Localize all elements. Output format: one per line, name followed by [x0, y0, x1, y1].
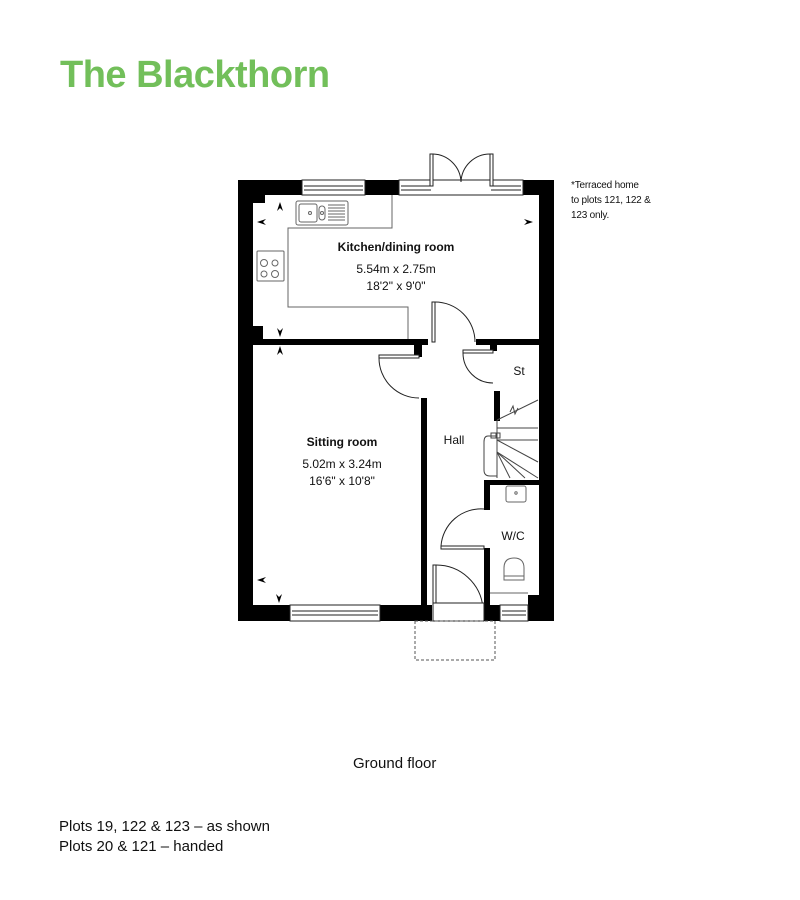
- room-labels: Kitchen/dining room 5.54m x 2.75m 18'2" …: [302, 240, 525, 543]
- kitchen-fixtures: [256, 195, 409, 339]
- hall-label: Hall: [444, 433, 465, 447]
- sitting-room-label: Sitting room: [307, 435, 378, 449]
- sitting-room-imperial: 16'6" x 10'8": [309, 474, 375, 488]
- plots-line-2: Plots 20 & 121 – handed: [59, 838, 224, 855]
- note-line-1: *Terraced home: [571, 180, 639, 191]
- wc-label: W/C: [501, 529, 525, 543]
- note-line-2: to plots 121, 122 &: [571, 195, 651, 206]
- plots-line-1: Plots 19, 122 & 123 – as shown: [59, 818, 270, 835]
- sitting-room-metric: 5.02m x 3.24m: [302, 457, 381, 471]
- kitchen-metric: 5.54m x 2.75m: [356, 262, 435, 276]
- plots-info: Plots 19, 122 & 123 – as shown Plots 20 …: [59, 817, 270, 857]
- wc-fixtures: [490, 485, 528, 594]
- note-line-3: 123 only.: [571, 210, 610, 221]
- kitchen-imperial: 18'2" x 9'0": [366, 279, 425, 293]
- floor-label: Ground floor: [353, 755, 437, 772]
- kitchen-label: Kitchen/dining room: [338, 240, 455, 254]
- store-label: St: [513, 364, 525, 378]
- dimension-arrows: [257, 202, 533, 603]
- page-title: The Blackthorn: [60, 54, 330, 96]
- terraced-note: *Terraced home to plots 121, 122 & 123 o…: [571, 178, 671, 223]
- doors: [378, 153, 496, 661]
- staircase: [483, 399, 539, 479]
- walls: [238, 180, 554, 621]
